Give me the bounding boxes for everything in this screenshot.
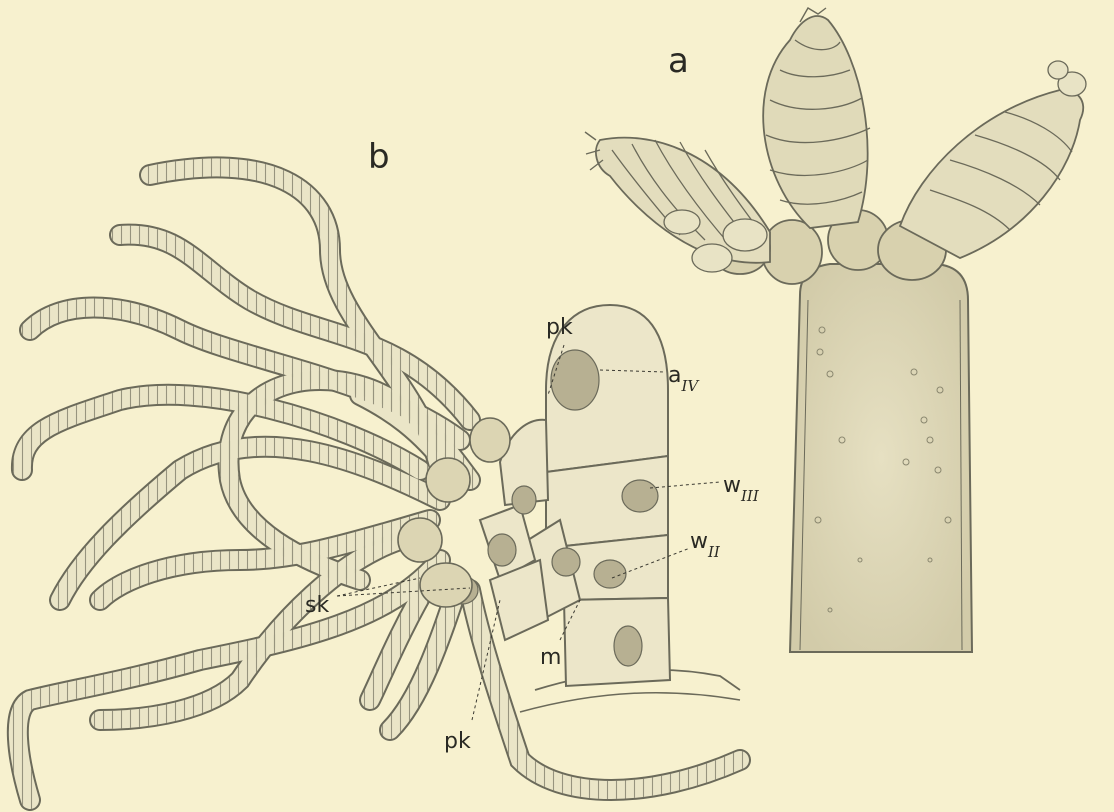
panel-a-label: a [668,41,689,81]
panel-a-right-branch [900,61,1086,258]
panel-a-center-branch [763,8,870,228]
label-pk-upper: pk [546,315,573,340]
label-m: m [540,645,561,670]
panel-b-label: b [368,137,390,177]
panel-a-stem-cell [790,264,972,652]
label-w-ii: wII [690,529,721,561]
label-w-iii: wIII [723,473,760,505]
label-a-iv: aIV [668,363,700,395]
label-sk: sk [305,593,329,618]
panel-a-left-branch [585,132,770,272]
panel-b: b [18,137,760,800]
label-pk-lower: pk [444,729,471,754]
